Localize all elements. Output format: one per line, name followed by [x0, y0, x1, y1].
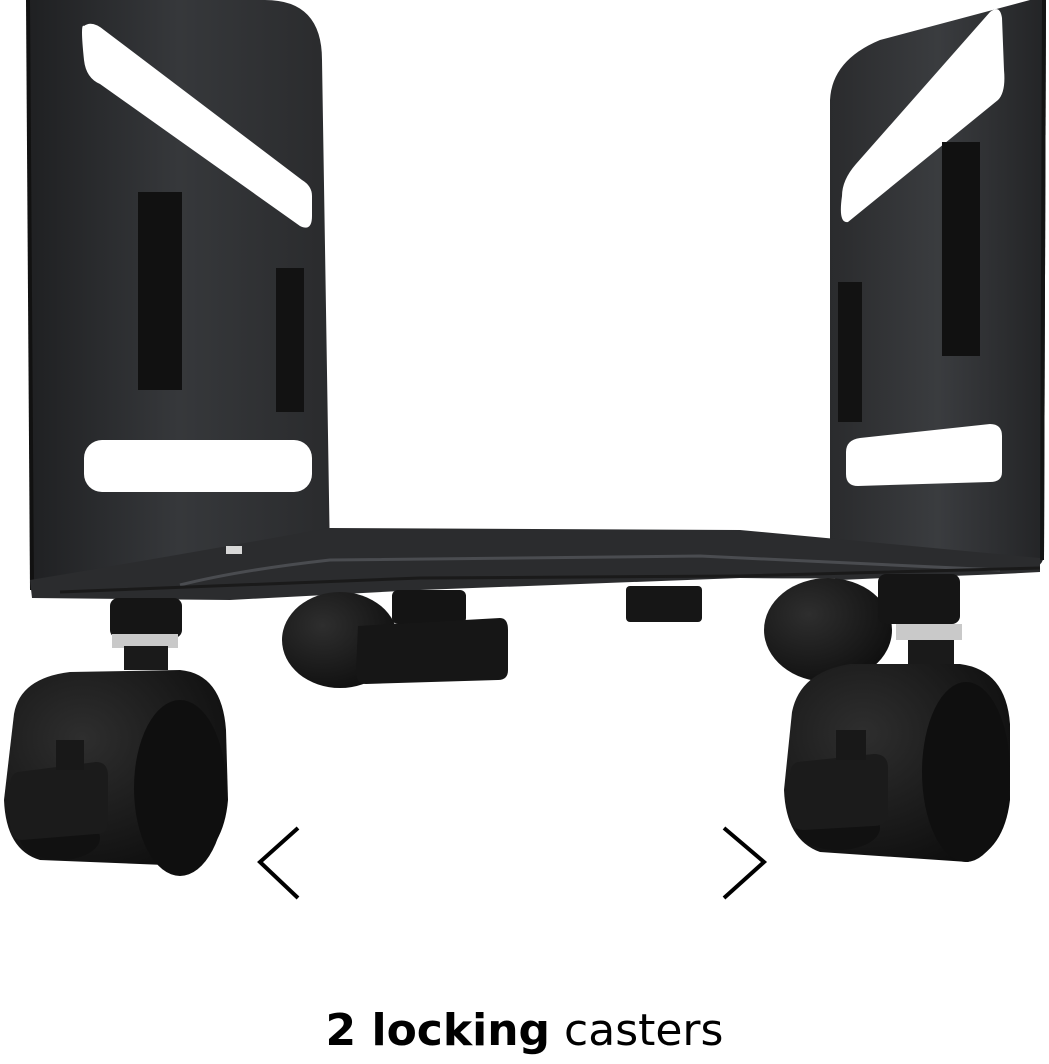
caption-regular-part: casters: [550, 1005, 724, 1056]
rear-caster-left: [282, 590, 508, 688]
front-right-locking-caster: [784, 574, 1010, 862]
left-upper-vent-slot: [82, 23, 312, 228]
rear-caster-right: [626, 578, 892, 682]
left-lower-vent-slot: [84, 440, 312, 492]
left-foam-pad-small: [276, 268, 304, 412]
caster-brake-lever-icon: [10, 762, 108, 840]
double-headed-arrow-icon: [257, 826, 768, 900]
right-lower-vent-slot: [846, 424, 1002, 486]
base-plate: [30, 528, 1041, 600]
caption-bold-part: 2 locking: [325, 1005, 551, 1056]
caption-text: 2 locking casters: [0, 1005, 1049, 1057]
right-side-panel: [830, 0, 1046, 580]
right-foam-pad-small: [838, 282, 862, 422]
left-foam-pad-large: [138, 192, 182, 390]
front-left-locking-caster: [4, 598, 228, 876]
right-foam-pad-large: [942, 142, 980, 356]
caster-brake-lever-icon: [790, 754, 888, 830]
left-side-panel: [26, 0, 330, 598]
right-upper-vent-slot: [840, 9, 1005, 223]
